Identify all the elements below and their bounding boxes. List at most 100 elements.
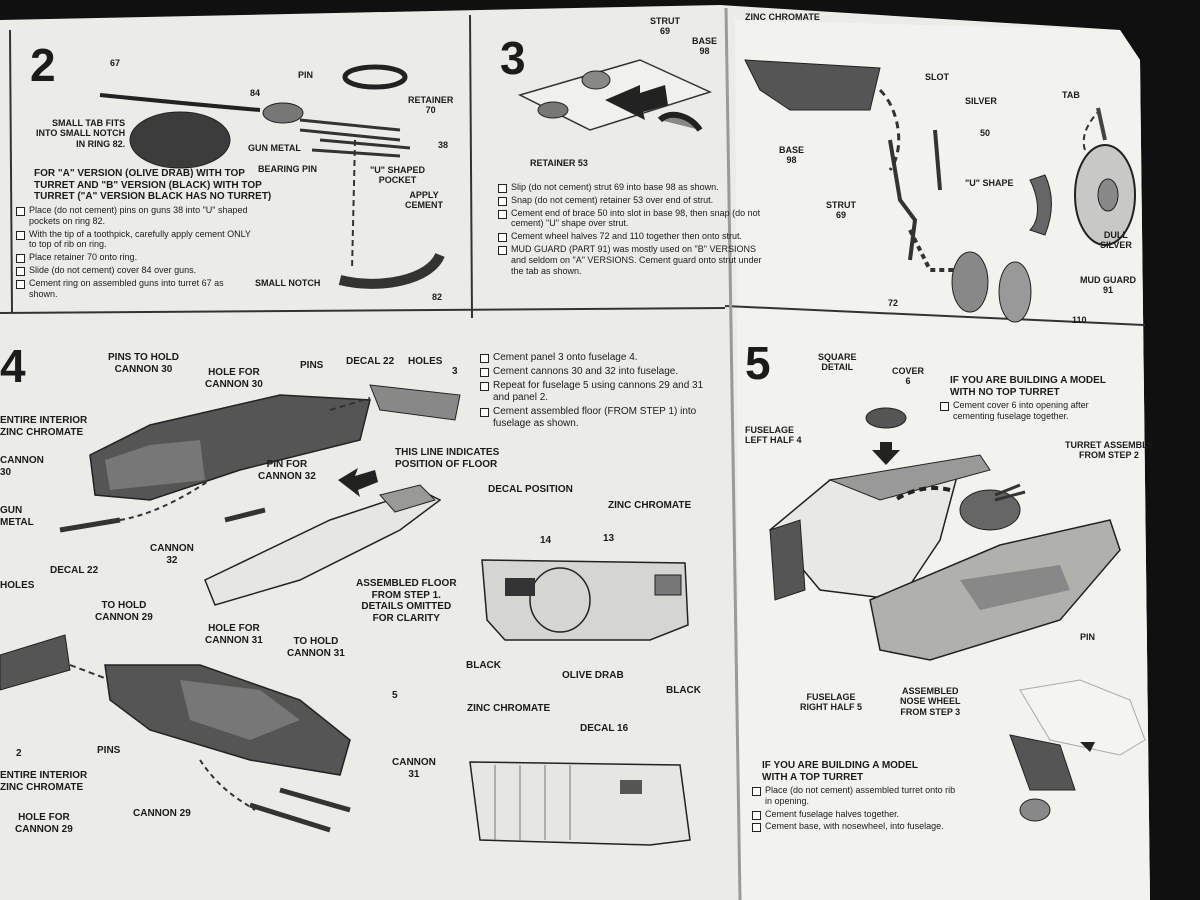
label-zinc-chromate-top: ZINC CHROMATE <box>745 12 820 22</box>
arrow-icon <box>605 85 668 120</box>
step-4-instruction-3: Repeat for fuselage 5 using cannons 29 a… <box>480 380 706 404</box>
top-turret-instructions: Place (do not cement) assembled turret o… <box>752 785 957 834</box>
label-cannon-32: CANNON 32 <box>150 543 194 566</box>
label-part-110: 110 <box>1072 315 1087 325</box>
label-retainer-70: RETAINER 70 <box>408 95 454 116</box>
step-2-instruction-2: With the tip of a toothpick, carefully a… <box>16 229 252 251</box>
fuselage-nose-drawing <box>1019 679 1146 756</box>
step-4-instruction-2: Cement cannons 30 and 32 into fuselage. <box>480 366 706 378</box>
cannon-31-drawing <box>279 787 351 813</box>
label-small-notch: SMALL NOTCH <box>255 278 321 288</box>
step-3-instruction-5: MUD GUARD (PART 91) was mostly used on "… <box>498 244 773 276</box>
label-decal-14: 14 <box>540 535 552 546</box>
fuselage-right-half-drawing <box>869 519 1121 661</box>
label-part-50: 50 <box>980 128 991 138</box>
label-entire-interior-bottom: ENTIRE INTERIOR ZINC CHROMATE <box>0 770 88 793</box>
step-4-instructions: Cement panel 3 onto fuselage 4. Cement c… <box>480 352 706 432</box>
zinc-chromate-panel-drawing <box>469 761 691 846</box>
fuselage-5-drawing <box>104 664 351 776</box>
label-holes-bottom: HOLES <box>0 580 35 591</box>
label-pins-to-hold-cannon-30: PINS TO HOLD CANNON 30 <box>108 352 179 375</box>
label-gun-metal-4: GUN METAL <box>0 505 34 528</box>
top-turret-instruction-3: Cement base, with nosewheel, into fusela… <box>752 821 957 833</box>
label-pins-top: PINS <box>300 360 324 371</box>
strut-assembly-drawing <box>888 129 955 272</box>
ring-82-drawing <box>338 252 445 289</box>
label-fuselage-left-half-4: FUSELAGE LEFT HALF 4 <box>745 425 802 446</box>
label-retainer-53: RETAINER 53 <box>530 158 588 168</box>
label-cannon-31: CANNON 31 <box>392 757 436 780</box>
step-2-instruction-3: Place retainer 70 onto ring. <box>16 252 252 263</box>
arrow-icon-3 <box>1080 742 1095 752</box>
label-to-hold-cannon-31: TO HOLD CANNON 31 <box>287 636 345 659</box>
label-black-right: BLACK <box>666 685 701 696</box>
label-silver: SILVER <box>965 96 997 106</box>
label-part-5: 5 <box>392 690 398 701</box>
top-turret-heading: IF YOU ARE BUILDING A MODEL WITH A TOP T… <box>762 760 918 783</box>
label-assembled-floor: ASSEMBLED FLOOR FROM STEP 1. DETAILS OMI… <box>356 578 457 624</box>
label-strut-69: STRUT 69 <box>650 16 680 37</box>
step-2-number: 2 <box>30 39 56 91</box>
label-part-3: 3 <box>452 366 458 377</box>
label-holes-top: HOLES <box>408 356 443 367</box>
label-fuselage-right-half-5: FUSELAGE RIGHT HALF 5 <box>800 692 862 713</box>
label-dull-silver: DULL SILVER <box>1100 230 1132 251</box>
label-u-shaped-pocket: "U" SHAPED POCKET <box>370 165 426 186</box>
guns-38-drawing <box>299 118 411 158</box>
label-bearing-pin: BEARING PIN <box>258 164 318 174</box>
label-assembled-nose-wheel: ASSEMBLED NOSE WHEEL FROM STEP 3 <box>900 686 961 717</box>
paper-right-panel <box>735 20 1150 900</box>
brace-piece-drawing <box>657 111 703 132</box>
label-slot: SLOT <box>925 72 949 82</box>
turret-67-drawing <box>99 93 261 169</box>
retainer-53-drawing <box>537 101 569 119</box>
label-strut-69-side: STRUT 69 <box>826 200 856 221</box>
no-turret-instructions: Cement cover 6 into opening after cement… <box>940 400 1130 424</box>
cannon-32-drawing <box>224 507 266 523</box>
label-cannon-30: CANNON 30 <box>0 455 44 478</box>
label-u-shape: "U" SHAPE <box>965 178 1014 188</box>
wheel-72-drawing <box>951 251 989 313</box>
step-3-number: 3 <box>500 32 526 84</box>
label-decal-22-bottom: DECAL 22 <box>50 565 99 576</box>
no-turret-instruction-1: Cement cover 6 into opening after cement… <box>940 400 1130 422</box>
label-turret-assembly: TURRET ASSEMBLY FROM STEP 2 <box>1065 440 1153 461</box>
step-3-instruction-3: Cement end of brace 50 into slot in base… <box>498 208 773 230</box>
label-part-38: 38 <box>438 140 449 150</box>
step-5-number: 5 <box>745 337 771 389</box>
fuselage-4-drawing <box>89 394 371 501</box>
retainer-70-drawing <box>342 64 408 90</box>
step-2-instruction-5: Cement ring on assembled guns into turre… <box>16 278 252 300</box>
arrow-icon-2 <box>338 468 378 497</box>
label-entire-interior-top: ENTIRE INTERIOR ZINC CHROMATE <box>0 415 88 438</box>
base-98-side-drawing <box>744 59 881 111</box>
label-tab: TAB <box>1062 90 1080 100</box>
no-turret-heading: IF YOU ARE BUILDING A MODEL WITH NO TOP … <box>950 375 1106 398</box>
label-square-detail: SQUARE DETAIL <box>818 352 857 373</box>
step-2-instructions: Place (do not cement) pins on guns 38 in… <box>16 205 252 301</box>
label-cannon-29: CANNON 29 <box>133 808 191 819</box>
step-3-instruction-1: Slip (do not cement) strut 69 into base … <box>498 182 773 193</box>
label-pin: PIN <box>298 70 314 80</box>
cannon-29-drawing <box>249 802 331 833</box>
label-pin-step-5: PIN <box>1080 632 1096 642</box>
strut-69-knob <box>581 70 611 90</box>
step-3-instructions: Slip (do not cement) strut 69 into base … <box>498 182 773 278</box>
step-3-instruction-2: Snap (do not cement) retainer 53 over en… <box>498 195 773 206</box>
label-part-67: 67 <box>110 58 121 68</box>
cover-6-drawing <box>865 407 907 429</box>
step-4-number: 4 <box>0 340 26 392</box>
fuselage-left-half-drawing <box>768 454 991 601</box>
label-small-tab: SMALL TAB FITS INTO SMALL NOTCH IN RING … <box>36 118 126 149</box>
top-turret-instruction-2: Cement fuselage halves together. <box>752 809 957 820</box>
label-pins-bottom: PINS <box>97 745 121 756</box>
label-part-82: 82 <box>432 292 443 302</box>
cover-84-drawing <box>262 102 304 124</box>
label-decal-13: 13 <box>603 533 615 544</box>
decal-position-panel-drawing <box>481 559 689 641</box>
assembled-floor-drawing <box>204 484 442 606</box>
label-gun-metal: GUN METAL <box>248 143 301 153</box>
label-hole-for-cannon-30: HOLE FOR CANNON 30 <box>205 367 263 390</box>
label-decal-16: DECAL 16 <box>580 723 629 734</box>
